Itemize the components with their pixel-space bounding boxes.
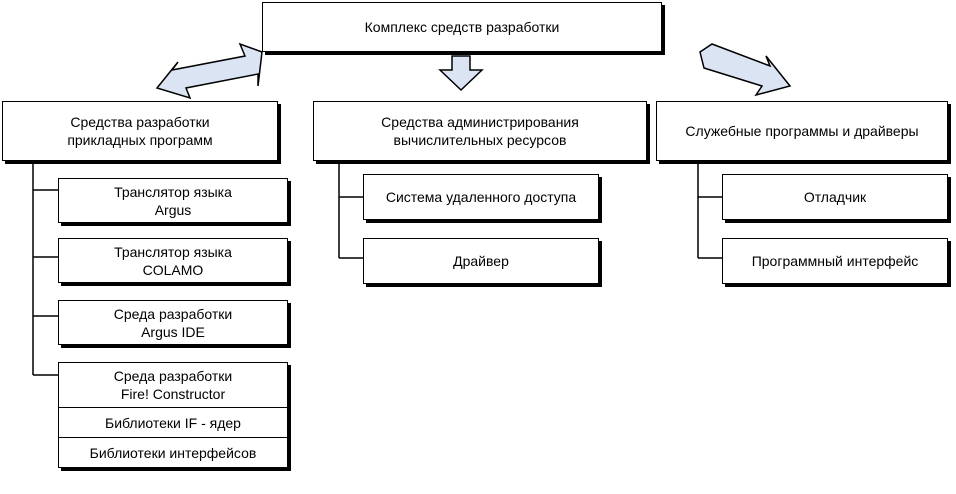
node-argus-translator-label: Транслятор языка Argus [114,183,232,218]
node-if-kernel-libs: Библиотеки IF - ядер [59,407,287,437]
arrow-to-left-category [155,42,263,100]
node-driver-label: Драйвер [453,253,509,269]
right-tree-lines [697,161,722,259]
node-interface-libs-label: Библиотеки интерфейсов [89,444,257,461]
category-admin: Средства администрирования вычислительны… [313,101,647,161]
arrow-to-right-category [699,43,792,97]
root-label: Комплекс средств разработки [364,19,560,35]
node-driver: Драйвер [363,238,599,284]
node-remote-access-label: Система удаленного доступа [385,189,577,205]
node-colamo-translator: Транслятор языка COLAMO [58,238,288,283]
root-node: Комплекс средств разработки [262,2,662,52]
node-fire-constructor: Среда разработки Fire! Constructor Библи… [58,362,288,468]
category-app-dev: Средства разработки прикладных программ [2,101,278,161]
node-debugger-label: Отладчик [803,189,867,205]
middle-tree-lines [338,161,363,259]
node-remote-access: Система удаленного доступа [363,174,599,220]
node-argus-ide: Среда разработки Argus IDE [58,300,288,345]
left-tree-lines [32,161,58,376]
node-programming-interface-label: Программный интерфейс [751,253,919,269]
node-if-kernel-libs-label: Библиотеки IF - ядер [105,414,241,431]
category-utilities: Служебные программы и драйверы [656,101,948,161]
node-programming-interface: Программный интерфейс [722,238,948,284]
arrow-to-middle-category [438,55,484,92]
node-argus-translator: Транслятор языка Argus [58,178,288,223]
category-admin-label: Средства администрирования вычислительны… [381,114,579,148]
node-debugger: Отладчик [722,174,948,220]
node-fire-constructor-label: Среда разработки Fire! Constructor [113,368,233,403]
node-interface-libs: Библиотеки интерфейсов [59,437,287,467]
category-app-dev-label: Средства разработки прикладных программ [67,114,213,148]
node-colamo-translator-label: Транслятор языка COLAMO [114,243,232,278]
node-argus-ide-label: Среда разработки Argus IDE [113,305,233,340]
category-utilities-label: Служебные программы и драйверы [685,123,919,139]
